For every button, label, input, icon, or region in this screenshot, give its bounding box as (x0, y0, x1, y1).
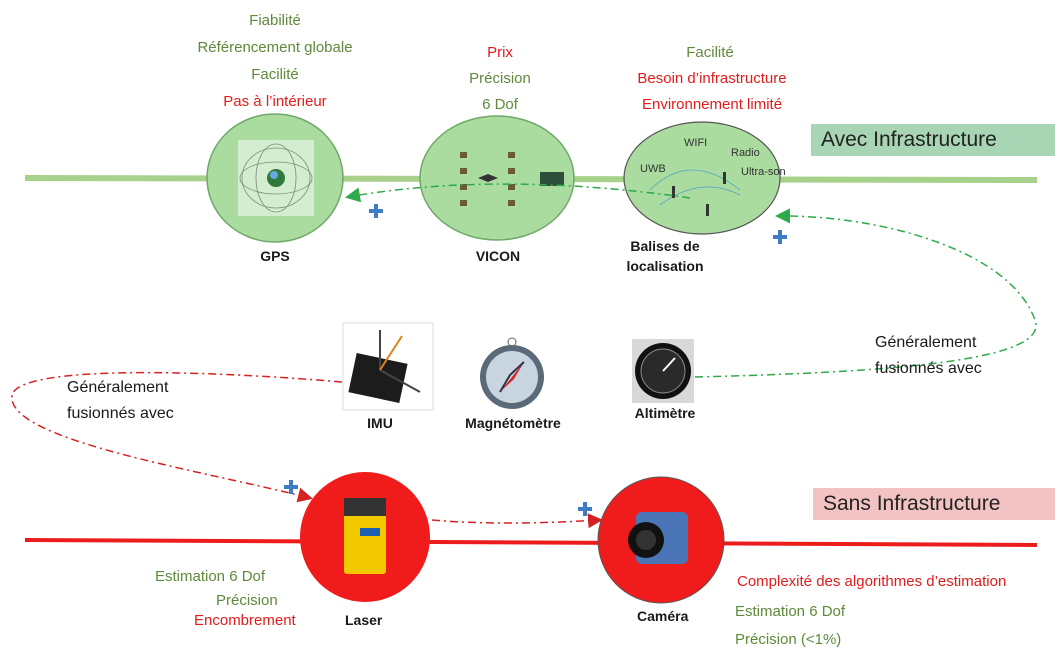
camera-con-1: Complexité des algorithmes d’estimation (737, 573, 1007, 590)
laser-pro-1: Estimation 6 Dof (155, 568, 266, 585)
camera-label: Caméra (637, 608, 689, 624)
beacons-radio: Radio (731, 147, 760, 159)
vicon-node (419, 115, 575, 241)
plus-icon (578, 502, 592, 516)
fusion-curve-red (11, 371, 343, 503)
beacons-con-2: Environnement limité (641, 96, 783, 113)
gps-pro-1: Fiabilité (249, 12, 301, 29)
magnetometer-image (480, 337, 544, 409)
vicon-box (540, 172, 564, 186)
fusion-left-line2: fusionnés avec (67, 405, 174, 422)
gps-pro-3: Facilité (251, 66, 299, 83)
beacons-con-1: Besoin d’infrastructure (637, 70, 787, 87)
drone-icon (478, 174, 498, 182)
beacons-ultrason: Ultra-son (741, 166, 786, 178)
compass-needle-icon (500, 362, 524, 392)
laser-node (300, 472, 430, 602)
fusion-left-line1: Généralement (67, 379, 169, 396)
gps-con-1: Pas à l’intérieur (223, 93, 327, 110)
sick-logo (360, 528, 380, 536)
altimeter-image (632, 339, 694, 403)
beacons-wifi: WIFI (684, 137, 708, 149)
camera-node (597, 476, 725, 604)
beacons-label-1: Balises de (630, 238, 700, 254)
imu-label: IMU (367, 415, 393, 431)
vicon-con-1: Prix (487, 44, 513, 61)
camera-pro-2: Précision (<1%) (735, 631, 842, 648)
gps-pro-2: Référencement globale (197, 39, 353, 56)
plus-icons (284, 204, 787, 516)
fusion-arrow-green (345, 183, 691, 203)
plus-icon (773, 230, 787, 244)
plus-icon (284, 480, 298, 494)
vicon-pro-2: 6 Dof (482, 96, 518, 113)
fusion-right-line1: Généralement (875, 334, 977, 351)
no-infrastructure-line (24, 538, 1038, 547)
vicon-pro-1: Précision (469, 70, 531, 87)
fusion-curve-green (694, 208, 1037, 378)
camera-pro-1: Estimation 6 Dof (735, 603, 846, 620)
without-infra-banner: Sans Infrastructure (813, 488, 1055, 520)
fusion-right-line2: fusionnés avec (875, 360, 982, 377)
laser-label: Laser (345, 612, 383, 628)
laser-pro-2: Précision (216, 592, 278, 609)
beacons-label-2: localisation (626, 258, 704, 274)
altimeter-label: Altimètre (634, 405, 696, 421)
magnetometer-label: Magnétomètre (465, 415, 561, 431)
gps-label: GPS (260, 248, 290, 264)
beacons-pro-1: Facilité (686, 44, 734, 61)
imu-image (342, 322, 434, 411)
plus-icon (369, 204, 383, 218)
vicon-label: VICON (475, 248, 521, 264)
gps-node (206, 113, 344, 243)
beacons-node (623, 121, 781, 235)
laser-con-1: Encombrement (194, 612, 296, 629)
fusion-arrow-red (431, 513, 603, 529)
with-infra-banner: Avec Infrastructure (811, 124, 1055, 156)
beacons-uwb: UWB (640, 163, 666, 175)
